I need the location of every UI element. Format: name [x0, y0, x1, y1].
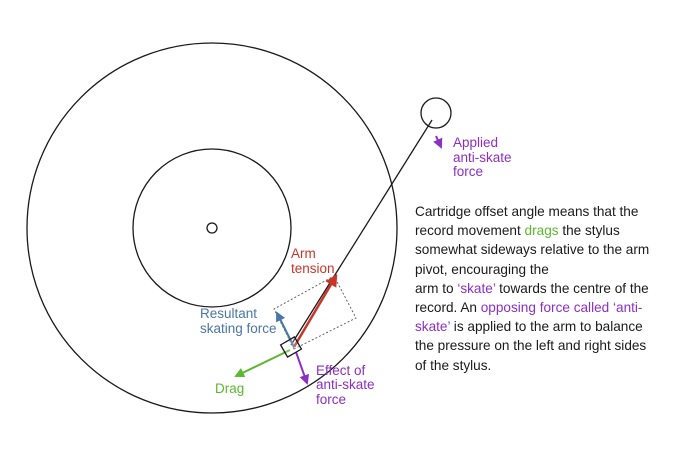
- description-line: arm to ‘skate’ towards the centre of the: [415, 279, 677, 298]
- description-line: pivot, encouraging the: [415, 260, 677, 279]
- description-highlight: skate’: [415, 319, 451, 335]
- arm-tension-arrow: [292, 273, 338, 348]
- description-line: record. An opposing force called ‘anti-: [415, 298, 677, 317]
- description-highlight: drags: [524, 223, 559, 239]
- description-line: record movement drags the stylus: [415, 221, 677, 240]
- applied-anti-skate-arrow: [433, 135, 443, 149]
- effect-anti-skate-arrow: [295, 351, 310, 385]
- tonearm: [290, 119, 433, 346]
- drag-arrow: [234, 349, 291, 378]
- record-label: [132, 148, 292, 308]
- description-text: arm to: [415, 280, 458, 296]
- drag-label: Drag: [215, 381, 244, 396]
- description-highlight: ‘skate’: [457, 280, 496, 296]
- description-highlight: opposing force called ‘anti-: [480, 300, 643, 316]
- stylus-cartridge: [279, 336, 303, 358]
- description-line: of the stylus.: [415, 356, 677, 375]
- description-text: the stylus: [558, 223, 620, 239]
- description-text: pivot, encouraging the: [415, 261, 549, 277]
- description-text: record movement: [415, 223, 525, 239]
- description-paragraph: Cartridge offset angle means that the rec…: [415, 202, 677, 375]
- description-text: Cartridge offset angle means that the: [415, 204, 639, 219]
- effect-anti-skate-label: Effect of anti-skate force: [316, 363, 378, 407]
- description-text: is applied to the arm to balance: [450, 319, 643, 335]
- description-line: somewhat sideways relative to the arm: [415, 240, 677, 259]
- arm-pivot: [420, 97, 452, 129]
- resultant-skating-force-arrow: [276, 311, 295, 348]
- description-text: record. An: [415, 300, 481, 316]
- description-text: towards the centre of the: [495, 280, 649, 296]
- record-outer-edge: [26, 42, 398, 414]
- description-line: skate’ is applied to the arm to balance: [415, 317, 677, 336]
- description-line: Cartridge offset angle means that the: [415, 202, 677, 221]
- applied-anti-skate-label: Applied anti-skate force: [453, 135, 515, 179]
- spindle: [206, 222, 218, 234]
- description-text: of the stylus.: [415, 357, 492, 373]
- description-text: the pressure on the left and right sides: [415, 338, 647, 354]
- description-line: the pressure on the left and right sides: [415, 336, 677, 355]
- arm-tension-label: Arm tension: [291, 246, 335, 276]
- description-text: somewhat sideways relative to the arm: [415, 242, 650, 258]
- resultant-skating-force-label: Resultant skating force: [200, 306, 277, 336]
